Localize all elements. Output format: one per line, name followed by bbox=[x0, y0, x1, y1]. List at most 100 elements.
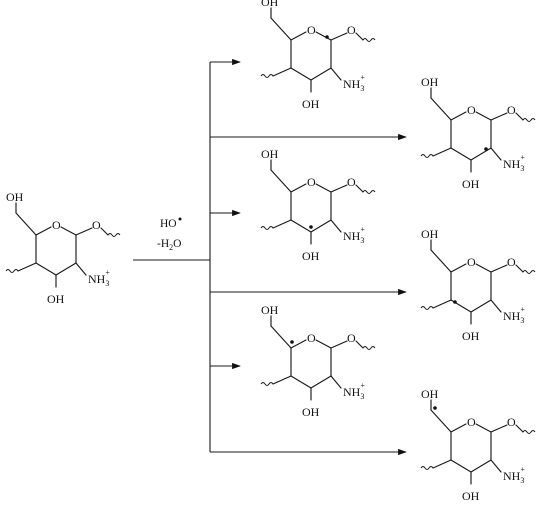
wavy-bond-right bbox=[362, 346, 376, 350]
ring-oxygen-label: O bbox=[52, 218, 61, 232]
ring-bond bbox=[310, 375, 332, 389]
c3-hydroxyl-label: OH bbox=[462, 329, 480, 343]
ring-bond bbox=[60, 226, 77, 236]
amino-group-label: NH3+ bbox=[343, 73, 365, 93]
amino-group-label: NH3+ bbox=[503, 465, 525, 485]
wavy-bond-right bbox=[522, 118, 536, 122]
hydroxyl-radical-dot bbox=[178, 217, 182, 221]
c2-n-bond bbox=[490, 147, 502, 161]
ring-oxygen-label: O bbox=[307, 175, 316, 189]
c3-hydroxyl-label: OH bbox=[47, 292, 65, 306]
ring-bond bbox=[315, 183, 332, 193]
c6-hydroxyl-label: OH bbox=[421, 387, 439, 401]
o-link-bond bbox=[355, 340, 364, 349]
o-link-bond bbox=[355, 184, 364, 193]
c4-o-link-bond bbox=[272, 375, 292, 385]
c5-c6-bond bbox=[270, 325, 292, 349]
c6-hydroxyl-label: OH bbox=[261, 147, 279, 161]
c1-o-bond bbox=[330, 32, 348, 41]
glycosidic-oxygen-label: O bbox=[507, 255, 516, 269]
ring-bond bbox=[470, 147, 492, 161]
c4-o-link-bond bbox=[432, 459, 452, 469]
glycosidic-oxygen-label: O bbox=[347, 175, 356, 189]
c5-c6-bond bbox=[430, 249, 452, 273]
c5-c6-bond bbox=[430, 97, 452, 121]
ring-bond bbox=[315, 339, 332, 349]
ring-bond bbox=[450, 423, 467, 433]
c2-n-bond bbox=[330, 67, 342, 81]
amino-group-label: NH3+ bbox=[503, 305, 525, 325]
c2-n-bond bbox=[490, 459, 502, 473]
wavy-bond-left bbox=[420, 154, 434, 158]
wavy-bond-right bbox=[107, 233, 121, 237]
c2-n-bond bbox=[330, 375, 342, 389]
ring-bond bbox=[290, 31, 307, 41]
c1-o-bond bbox=[490, 112, 508, 121]
wavy-bond-left bbox=[260, 226, 274, 230]
water-loss-label: -H2O bbox=[157, 238, 181, 252]
ring-bond bbox=[290, 183, 307, 193]
c1-o-bond bbox=[330, 184, 348, 193]
radical-dot-c4 bbox=[453, 300, 457, 304]
c2-n-bond bbox=[330, 219, 342, 233]
reaction-conditions: HO -H2O bbox=[157, 217, 182, 252]
o-link-bond bbox=[355, 32, 364, 41]
amino-group-label: NH3+ bbox=[503, 153, 525, 173]
c6-hydroxyl-label: OH bbox=[421, 75, 439, 89]
wavy-bond-right bbox=[362, 38, 376, 42]
c3-hydroxyl-label: OH bbox=[302, 249, 320, 263]
amino-group-label: NH3+ bbox=[343, 381, 365, 401]
c1-o-bond bbox=[75, 227, 93, 236]
c3-hydroxyl-label: OH bbox=[462, 489, 480, 503]
arrow-network bbox=[133, 58, 407, 456]
wavy-bond-left bbox=[260, 382, 274, 386]
o-link-bond bbox=[515, 264, 524, 273]
glycosidic-oxygen-label: O bbox=[507, 103, 516, 117]
ring-bond bbox=[290, 375, 312, 389]
ring-bond bbox=[310, 67, 332, 81]
c5-c6-bond bbox=[270, 17, 292, 41]
ring-bond bbox=[310, 219, 332, 233]
c1-o-bond bbox=[330, 340, 348, 349]
ring-bond bbox=[470, 299, 492, 313]
amino-group-label: NH3+ bbox=[88, 268, 110, 288]
c4-o-link-bond bbox=[432, 299, 452, 309]
c2-n-bond bbox=[75, 262, 87, 276]
o-link-bond bbox=[515, 424, 524, 433]
radical-product-c3: OH O O OH NH3+ bbox=[260, 147, 376, 263]
glycosidic-oxygen-label: O bbox=[347, 23, 356, 37]
ring-oxygen-label: O bbox=[467, 415, 476, 429]
c5-c6-bond bbox=[270, 169, 292, 193]
c5-c6-bond bbox=[15, 212, 37, 236]
wavy-bond-right bbox=[522, 430, 536, 434]
ring-bond bbox=[475, 111, 492, 121]
wavy-bond-left bbox=[260, 74, 274, 78]
ring-bond bbox=[450, 263, 467, 273]
glycosidic-oxygen-label: O bbox=[92, 218, 101, 232]
ring-bond bbox=[470, 459, 492, 473]
ring-bond bbox=[475, 423, 492, 433]
radical-dot-c5 bbox=[290, 340, 294, 344]
c6-hydroxyl-label: OH bbox=[421, 227, 439, 241]
wavy-bond-right bbox=[522, 270, 536, 274]
c6-hydroxyl-label: OH bbox=[6, 190, 24, 204]
c4-o-link-bond bbox=[272, 67, 292, 77]
c3-hydroxyl-label: OH bbox=[302, 405, 320, 419]
amino-group-label: NH3+ bbox=[343, 225, 365, 245]
hydroxyl-radical-label: HO bbox=[160, 218, 177, 230]
c6-hydroxyl-label: OH bbox=[261, 303, 279, 317]
c3-hydroxyl-label: OH bbox=[302, 97, 320, 111]
ring-bond bbox=[290, 219, 312, 233]
c4-o-link-bond bbox=[272, 219, 292, 229]
wavy-bond-left bbox=[420, 466, 434, 470]
radical-dot-c1 bbox=[325, 35, 329, 39]
c4-o-link-bond bbox=[17, 262, 37, 272]
ring-oxygen-label: O bbox=[467, 103, 476, 117]
